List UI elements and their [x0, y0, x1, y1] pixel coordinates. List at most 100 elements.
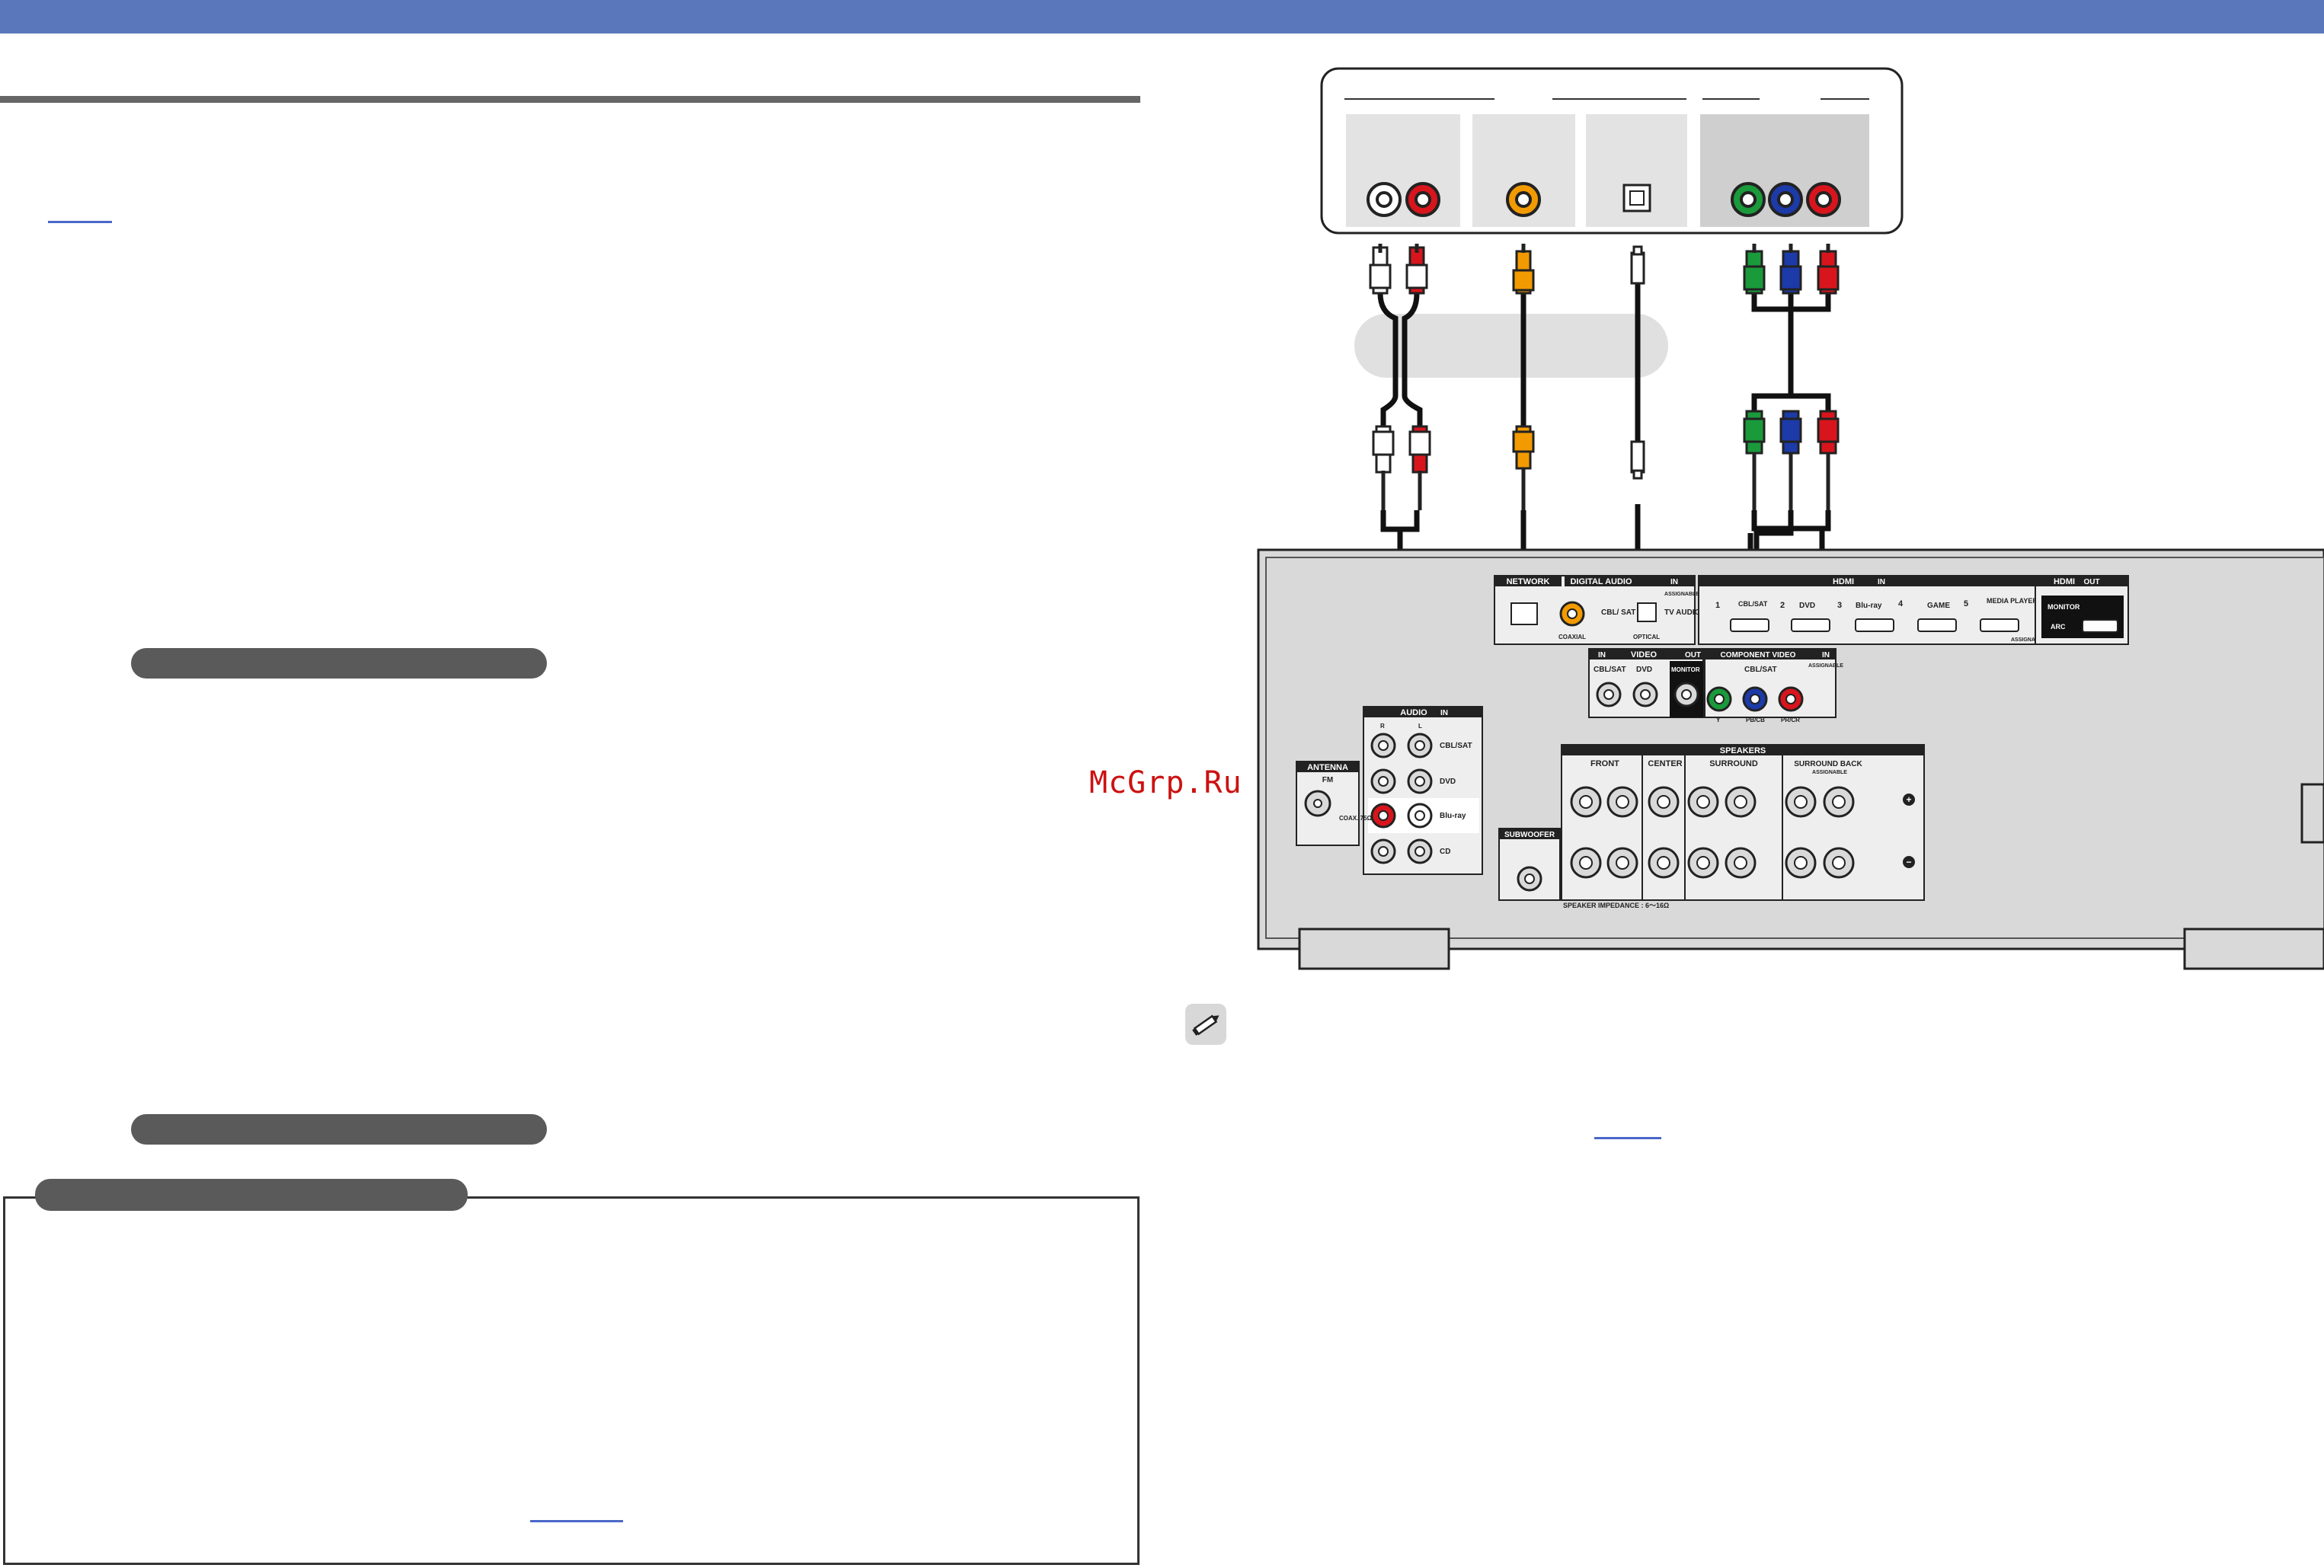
network-digital-audio-section: NETWORK DIGITAL AUDIO IN ASSIGNABLE CBL/… [1494, 575, 1701, 645]
svg-text:CBL/SAT: CBL/SAT [1594, 666, 1626, 674]
source-audio-jacks [1367, 182, 1440, 217]
svg-text:FRONT: FRONT [1590, 759, 1619, 768]
svg-text:COAXIAL: COAXIAL [1558, 634, 1586, 640]
audio-in-section: AUDIO IN R L CBL/SAT DVD Blu-ray CD [1363, 706, 1483, 875]
coax-plug-lower [1512, 425, 1535, 510]
optical-plug-lower [1630, 440, 1645, 480]
svg-text:Blu-ray: Blu-ray [1856, 602, 1882, 610]
svg-text:ASSIGNABLE: ASSIGNABLE [1808, 663, 1843, 669]
svg-text:4: 4 [1898, 599, 1904, 608]
note-box [3, 1196, 1140, 1565]
receiver-rear-panel: NETWORK DIGITAL AUDIO IN ASSIGNABLE CBL/… [1257, 548, 2324, 970]
audio-plugs-lower [1372, 425, 1431, 510]
note-box-heading-pill [35, 1179, 468, 1211]
svg-text:DVD: DVD [1636, 666, 1652, 674]
svg-text:COMPONENT VIDEO: COMPONENT VIDEO [1721, 651, 1796, 659]
svg-text:ARC: ARC [2051, 623, 2066, 631]
svg-text:GAME: GAME [1927, 602, 1950, 610]
svg-text:SPEAKER IMPEDANCE : 6〜16Ω: SPEAKER IMPEDANCE : 6〜16Ω [1563, 902, 1669, 909]
header-bar [0, 0, 2324, 34]
svg-text:FM: FM [1322, 776, 1333, 784]
subwoofer-section: SUBWOOFER [1498, 828, 1561, 901]
digital-audio-label: DIGITAL AUDIO [1570, 577, 1632, 586]
svg-text:IN: IN [1878, 578, 1885, 586]
section-heading-pill [131, 1114, 547, 1145]
svg-text:DVD: DVD [1440, 778, 1456, 786]
antenna-section: ANTENNA FM COAX. 75Ω [1296, 761, 1372, 846]
svg-text:CBL/SAT: CBL/SAT [1744, 666, 1777, 674]
svg-text:3: 3 [1837, 601, 1842, 610]
svg-text:5: 5 [1964, 599, 1968, 608]
source-device [1320, 67, 1904, 235]
svg-text:CD: CD [1440, 848, 1450, 856]
source-optical-jack [1622, 184, 1651, 212]
svg-text:−: − [1906, 857, 1911, 867]
svg-text:IN: IN [1822, 651, 1830, 659]
coax-plug-upper [1512, 244, 1535, 295]
component-video-section: COMPONENT VIDEO IN ASSIGNABLE CBL/SAT Y … [1704, 648, 1843, 723]
optical-plug-upper [1630, 245, 1645, 285]
svg-text:CENTER: CENTER [1648, 759, 1682, 768]
svg-text:L: L [1418, 723, 1422, 730]
svg-text:SPEAKERS: SPEAKERS [1720, 746, 1766, 755]
hdmi-in-port-5 [1980, 618, 2019, 632]
svg-text:SURROUND: SURROUND [1709, 759, 1758, 768]
svg-text:AUDIO: AUDIO [1400, 708, 1427, 717]
svg-text:OPTICAL: OPTICAL [1633, 634, 1660, 640]
video-section: IN VIDEO OUT CBL/SAT DVD MONITOR [1588, 648, 1704, 718]
svg-text:CBL/SAT: CBL/SAT [1440, 742, 1472, 750]
svg-text:VIDEO: VIDEO [1631, 650, 1657, 659]
section-heading-pill [131, 648, 547, 679]
svg-text:IN: IN [1440, 709, 1448, 717]
hdmi-in-port-3 [1855, 618, 1894, 632]
hdmi-in-section: HDMI IN 1 CBL/SAT 2 DVD 3 Blu-ray 4 GAME… [1698, 575, 2046, 645]
page-link[interactable] [530, 1520, 623, 1522]
svg-text:ASSIGNABLE: ASSIGNABLE [1812, 770, 1847, 775]
svg-text:COAX. 75Ω: COAX. 75Ω [1339, 815, 1372, 822]
svg-text:OUT: OUT [1685, 651, 1701, 659]
connection-diagram: NETWORK DIGITAL AUDIO IN ASSIGNABLE CBL/… [1257, 67, 2324, 970]
svg-text:SURROUND BACK: SURROUND BACK [1794, 760, 1862, 768]
watermark: McGrp.Ru [1089, 765, 1242, 800]
page-link[interactable] [48, 221, 112, 223]
svg-text:1: 1 [1715, 601, 1720, 610]
svg-text:SUBWOOFER: SUBWOOFER [1504, 831, 1555, 839]
svg-text:MEDIA PLAYER: MEDIA PLAYER [1987, 597, 2038, 605]
ethernet-port [1510, 602, 1538, 625]
hdmi-out-port [2082, 619, 2118, 633]
svg-text:PR/CR: PR/CR [1781, 717, 1800, 723]
pencil-icon [1192, 1014, 1220, 1036]
svg-text:ASSIGNABLE: ASSIGNABLE [1664, 592, 1699, 597]
svg-text:ANTENNA: ANTENNA [1307, 763, 1348, 772]
memo-button[interactable] [1185, 1004, 1226, 1045]
hdmi-in-port-2 [1791, 618, 1830, 632]
hdmi-in-port-1 [1730, 618, 1769, 632]
audio-plugs-upper [1369, 244, 1428, 295]
svg-text:TV AUDIO: TV AUDIO [1664, 608, 1701, 617]
svg-text:DVD: DVD [1799, 602, 1815, 610]
section-rule [0, 96, 1140, 103]
source-component-jacks [1731, 182, 1841, 217]
cable-group-capsule [1354, 314, 1668, 378]
svg-text:OUT: OUT [2083, 578, 2099, 586]
svg-text:HDMI: HDMI [1833, 577, 1854, 586]
optical-in-jack [1637, 602, 1657, 622]
svg-text:PB/CB: PB/CB [1746, 717, 1765, 723]
svg-text:HDMI: HDMI [2054, 577, 2075, 586]
svg-text:CBL/SAT: CBL/SAT [1738, 600, 1768, 608]
svg-text:R: R [1380, 723, 1385, 730]
svg-text:+: + [1906, 794, 1911, 805]
page-link[interactable] [1594, 1137, 1661, 1139]
svg-text:ASSIGNABLE: ASSIGNABLE [2011, 637, 2046, 643]
svg-text:IN: IN [1598, 651, 1606, 659]
component-plugs-upper [1743, 244, 1840, 295]
svg-text:2: 2 [1780, 601, 1785, 610]
hdmi-in-port-4 [1917, 618, 1957, 632]
svg-text:MONITOR: MONITOR [2047, 603, 2080, 611]
svg-text:MONITOR: MONITOR [1671, 666, 1700, 673]
hdmi-out-section: HDMI OUT MONITOR ARC [2035, 575, 2129, 645]
network-label: NETWORK [1507, 577, 1550, 586]
speakers-section: SPEAKERS FRONT CENTER SURROUND SURROUND … [1561, 744, 1925, 909]
digital-audio-in-label: IN [1670, 578, 1678, 586]
svg-text:Blu-ray: Blu-ray [1440, 812, 1466, 820]
